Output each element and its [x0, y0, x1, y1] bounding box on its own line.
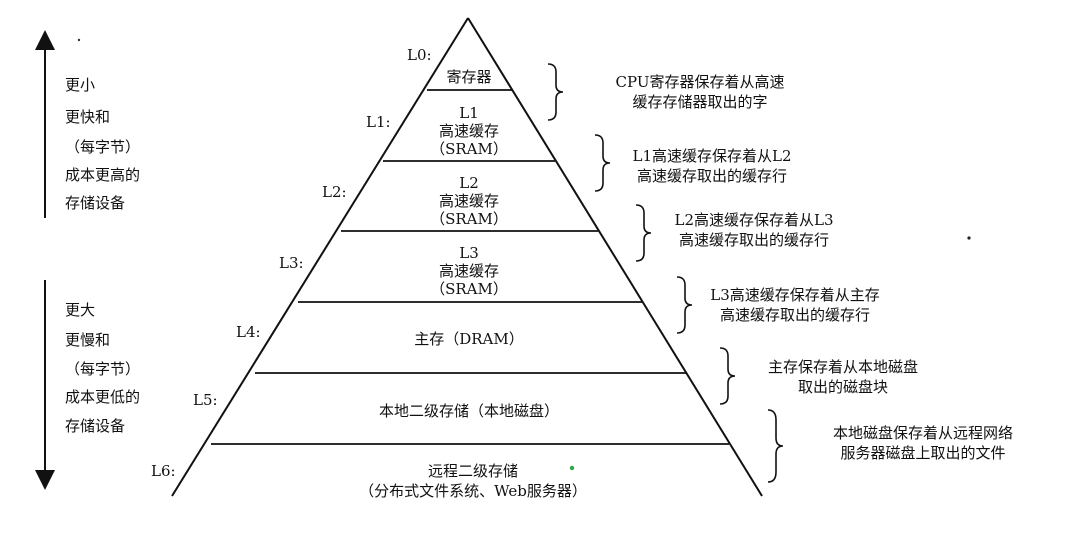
brace-l5 [767, 409, 784, 483]
desc-l4-text: 主存保存着从本地磁盘 [768, 358, 918, 376]
scan-artifacts [77, 38, 971, 471]
left-bottom-line: 更大 [65, 301, 95, 319]
tier-l1-text: （SRAM） [430, 140, 508, 158]
brace-l2 [635, 204, 652, 262]
desc-l4-text: 取出的磁盘块 [798, 378, 888, 396]
tier-l2-text: （SRAM） [430, 210, 508, 228]
desc-l3-text: 高速缓存取出的缓存行 [720, 306, 870, 324]
level-label-l5: L5: [193, 391, 218, 409]
tier-l1-text: 高速缓存 [439, 122, 499, 140]
level-labels: L0: L1: L2: L3: L4: L5: L6: [151, 46, 432, 480]
level-label-l3: L3: [279, 254, 304, 272]
left-bottom-caption: 更大 更慢和 （每字节） 成本更低的 存储设备 [65, 301, 140, 435]
desc-l1-text: 高速缓存取出的缓存行 [637, 167, 787, 185]
desc-l1-text: L1高速缓存保存着从L2 [632, 147, 791, 165]
tier-l5-text: 本地二级存储（本地磁盘） [379, 402, 559, 420]
tier-l2-text: 高速缓存 [439, 192, 499, 210]
level-label-l6: L6: [151, 462, 176, 480]
left-top-caption: 更小 更快和 （每字节） 成本更高的 存储设备 [65, 76, 140, 212]
level-label-l2: L2: [322, 183, 347, 201]
left-top-line: （每字节） [65, 138, 140, 156]
desc-l0-text: CPU寄存器保存着从高速 [616, 73, 785, 91]
level-descriptions: CPU寄存器保存着从高速 缓存存储器取出的字 L1高速缓存保存着从L2 高速缓存… [616, 73, 1013, 462]
brace-l3 [676, 276, 693, 334]
tier-l6-text: （分布式文件系统、Web服务器） [359, 482, 587, 500]
desc-l5-text: 本地磁盘保存着从远程网络 [833, 424, 1013, 442]
tier-l0-text: 寄存器 [446, 68, 491, 86]
level-label-l0: L0: [407, 46, 432, 64]
left-top-line: 更快和 [65, 108, 110, 126]
left-top-line: 更小 [65, 76, 95, 94]
pyramid-outline [171, 17, 763, 497]
tier-l4-text: 主存（DRAM） [414, 330, 524, 348]
brace-l1 [594, 134, 611, 192]
left-top-line: 成本更高的 [65, 166, 140, 184]
desc-l3-text: L3高速缓存保存着从主存 [710, 286, 880, 304]
level-label-l4: L4: [236, 323, 261, 341]
desc-l5-text: 服务器磁盘上取出的文件 [840, 444, 1005, 462]
desc-l2-text: L2高速缓存保存着从L3 [674, 211, 833, 229]
left-bottom-line: 存储设备 [65, 417, 125, 435]
tier-l1-text: L1 [459, 104, 479, 122]
brace-l0 [547, 63, 564, 121]
left-bottom-line: （每字节） [65, 360, 140, 378]
tier-l6-text: 远程二级存储 [428, 462, 518, 480]
left-top-line: 存储设备 [65, 194, 125, 212]
tier-l3-text: （SRAM） [430, 280, 508, 298]
desc-l0-text: 缓存存储器取出的字 [632, 93, 767, 111]
brace-l4 [719, 347, 736, 405]
desc-l2-text: 高速缓存取出的缓存行 [679, 231, 829, 249]
tier-dividers [211, 89, 729, 445]
tier-l3-text: L3 [459, 244, 479, 262]
level-label-l1: L1: [366, 113, 391, 131]
right-braces [547, 63, 784, 483]
left-bottom-line: 更慢和 [65, 331, 110, 349]
tier-l2-text: L2 [459, 174, 479, 192]
tier-l3-text: 高速缓存 [439, 262, 499, 280]
left-bottom-line: 成本更低的 [65, 388, 140, 406]
tier-texts: 寄存器 L1 高速缓存 （SRAM） L2 高速缓存 （SRAM） L3 高速缓… [359, 68, 587, 500]
